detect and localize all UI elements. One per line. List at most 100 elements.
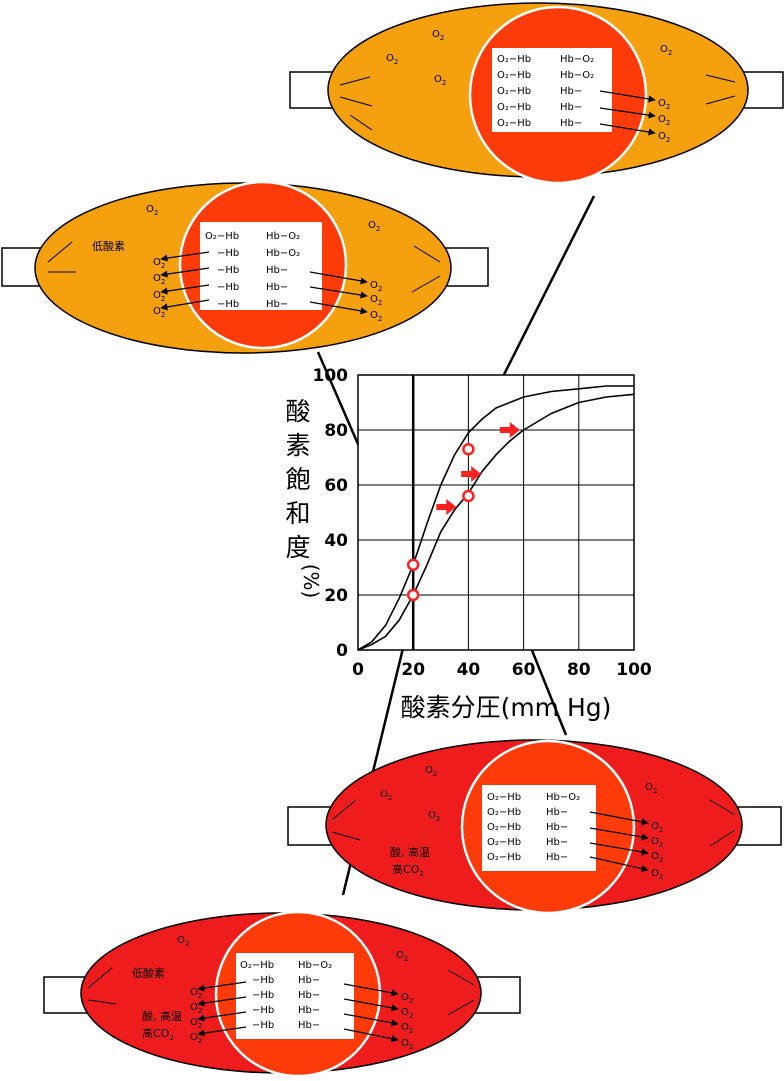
released-oxygen-label: O2 xyxy=(153,306,165,319)
right-shift-arrow xyxy=(499,422,520,438)
hb-right-label: Hb− xyxy=(298,1005,320,1016)
hb-left-label: O₂−Hb xyxy=(497,86,531,97)
acid-high-temp-label: 酸, 高温 xyxy=(142,1009,182,1023)
hb-right-label: Hb−O₂ xyxy=(546,792,580,803)
released-oxygen-label: O2 xyxy=(651,836,663,849)
x-axis-label: 酸素分圧(mm Hg) xyxy=(401,693,612,722)
low-oxygen-label: 低酸素 xyxy=(92,239,125,253)
release-arrow xyxy=(197,1026,247,1037)
release-arrow xyxy=(197,996,247,1007)
released-oxygen-label: O2 xyxy=(651,821,663,834)
hb-right-label: Hb− xyxy=(266,299,288,310)
hb-right-label: Hb− xyxy=(546,837,568,848)
released-oxygen-label: O2 xyxy=(190,1017,202,1030)
released-oxygen-label: O2 xyxy=(401,1007,413,1020)
marker-circle xyxy=(406,588,420,602)
x-tick-label: 20 xyxy=(401,660,425,680)
high-co2-label: 高CO2 xyxy=(392,862,424,878)
x-tick-label: 40 xyxy=(457,660,481,680)
free-oxygen-label: O2 xyxy=(177,935,189,948)
hb-left-label: −Hb xyxy=(217,282,239,293)
free-oxygen-label: O2 xyxy=(386,53,398,66)
released-oxygen-label: O2 xyxy=(153,290,165,303)
release-arrow xyxy=(197,981,247,992)
y-axis-label-char: 飽 xyxy=(285,465,310,494)
release-arrow xyxy=(160,251,210,262)
hb-right-label: Hb− xyxy=(546,807,568,818)
free-oxygen-label: O2 xyxy=(146,204,158,217)
hb-right-label: Hb− xyxy=(546,852,568,863)
capillary-stub-right xyxy=(734,806,782,846)
release-arrow xyxy=(343,983,399,997)
hb-right-label: Hb− xyxy=(266,282,288,293)
released-oxygen-label: O2 xyxy=(658,98,670,111)
released-oxygen-label: O2 xyxy=(401,1022,413,1035)
hb-right-label: Hb−O₂ xyxy=(560,54,594,65)
hb-left-label: O₂−Hb xyxy=(205,231,239,242)
hb-left-label: O₂−Hb xyxy=(487,837,521,848)
tissue-strokes xyxy=(339,74,736,131)
released-oxygen-label: O2 xyxy=(401,1038,413,1051)
release-arrow xyxy=(589,842,649,856)
free-oxygen-label: O2 xyxy=(645,782,657,795)
right-shift-arrow xyxy=(461,466,482,482)
release-arrow xyxy=(343,1013,399,1027)
free-oxygen-label: O2 xyxy=(428,810,440,823)
hb-left-label: −Hb xyxy=(217,265,239,276)
release-arrow xyxy=(599,123,656,136)
free-oxygen-label: O2 xyxy=(660,44,672,57)
marker-circle xyxy=(406,558,420,571)
y-axis-unit: (%) xyxy=(299,564,323,599)
hemoglobin-box xyxy=(482,785,596,871)
free-oxygen-label: O2 xyxy=(425,765,437,778)
hb-right-label: Hb− xyxy=(298,990,320,1001)
marker-circle xyxy=(462,489,475,503)
hb-right-label: Hb− xyxy=(546,822,568,833)
hemoglobin-box xyxy=(236,953,354,1039)
release-arrow xyxy=(160,284,210,295)
tissue-strokes xyxy=(331,799,736,847)
y-tick-label: 40 xyxy=(324,531,348,551)
tissue-strokes xyxy=(47,241,441,293)
acid-high-temp-label: 酸, 高温 xyxy=(390,845,430,859)
hb-right-label: Hb−O₂ xyxy=(266,248,300,259)
hb-right-label: Hb−O₂ xyxy=(266,231,300,242)
hb-left-label: −Hb xyxy=(252,990,274,1001)
hb-left-label: O₂−Hb xyxy=(497,54,531,65)
release-arrow xyxy=(599,107,656,119)
hb-left-label: O₂−Hb xyxy=(487,792,521,803)
hb-left-label: O₂−Hb xyxy=(487,852,521,863)
hb-left-label: −Hb xyxy=(252,975,274,986)
x-tick-label: 100 xyxy=(616,660,652,680)
plot-area xyxy=(357,374,635,651)
hb-left-label: O₂−Hb xyxy=(497,102,531,113)
high-co2-label: 高CO2 xyxy=(142,1026,174,1042)
release-arrow xyxy=(589,856,649,873)
hb-left-label: −Hb xyxy=(252,1005,274,1016)
y-tick-label: 80 xyxy=(324,421,348,441)
right-shift-arrow xyxy=(436,499,457,515)
release-arrow xyxy=(197,1011,247,1022)
hb-right-label: Hb− xyxy=(266,265,288,276)
released-oxygen-label: O2 xyxy=(153,257,165,270)
released-oxygen-label: O2 xyxy=(658,114,670,127)
y-tick-label: 0 xyxy=(336,641,348,661)
hb-right-label: Hb− xyxy=(298,975,320,986)
released-oxygen-label: O2 xyxy=(190,1002,202,1015)
released-oxygen-label: O2 xyxy=(658,131,670,144)
tissue-strokes xyxy=(87,967,475,1016)
y-axis-label-char: 和 xyxy=(285,499,310,528)
